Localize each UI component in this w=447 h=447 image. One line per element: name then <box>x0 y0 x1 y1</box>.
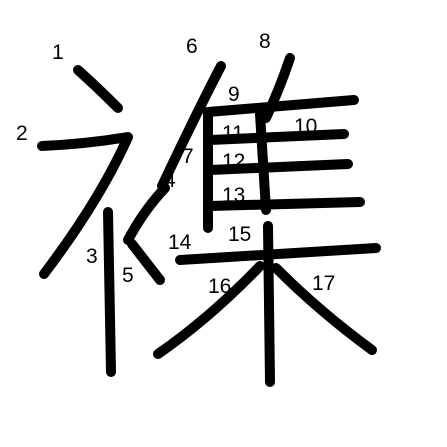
stroke-10 <box>255 109 271 215</box>
stroke-number-5: 5 <box>122 264 134 287</box>
stroke-number-17: 17 <box>312 272 335 295</box>
stroke-16 <box>153 261 265 359</box>
stroke-number-12: 12 <box>222 150 245 173</box>
stroke-number-9: 9 <box>228 83 240 106</box>
stroke-1 <box>73 65 123 113</box>
stroke-11 <box>205 129 349 145</box>
stroke-number-10: 10 <box>294 115 317 138</box>
stroke-12 <box>205 159 353 175</box>
stroke-3 <box>103 207 116 377</box>
stroke-number-13: 13 <box>222 184 245 207</box>
stroke-number-11: 11 <box>222 122 244 145</box>
stroke-5 <box>127 239 165 285</box>
stroke-4 <box>123 183 170 245</box>
stroke-number-6: 6 <box>186 35 198 58</box>
stroke-number-8: 8 <box>259 30 271 53</box>
stroke-number-15: 15 <box>228 223 251 246</box>
stroke-number-2: 2 <box>16 122 28 145</box>
stroke-8 <box>261 53 295 123</box>
stroke-2 <box>37 132 133 279</box>
stroke-13 <box>205 197 365 211</box>
stroke-9 <box>203 95 359 117</box>
stroke-number-3: 3 <box>86 245 98 268</box>
stroke-6 <box>157 61 226 191</box>
stroke-15 <box>263 221 275 387</box>
stroke-number-7: 7 <box>182 145 194 168</box>
stroke-number-4: 4 <box>164 169 176 192</box>
stroke-17 <box>271 263 377 355</box>
stroke-14 <box>175 243 381 265</box>
stroke-number-1: 1 <box>52 41 64 64</box>
stroke-number-16: 16 <box>208 275 231 298</box>
stroke-number-14: 14 <box>168 231 192 254</box>
